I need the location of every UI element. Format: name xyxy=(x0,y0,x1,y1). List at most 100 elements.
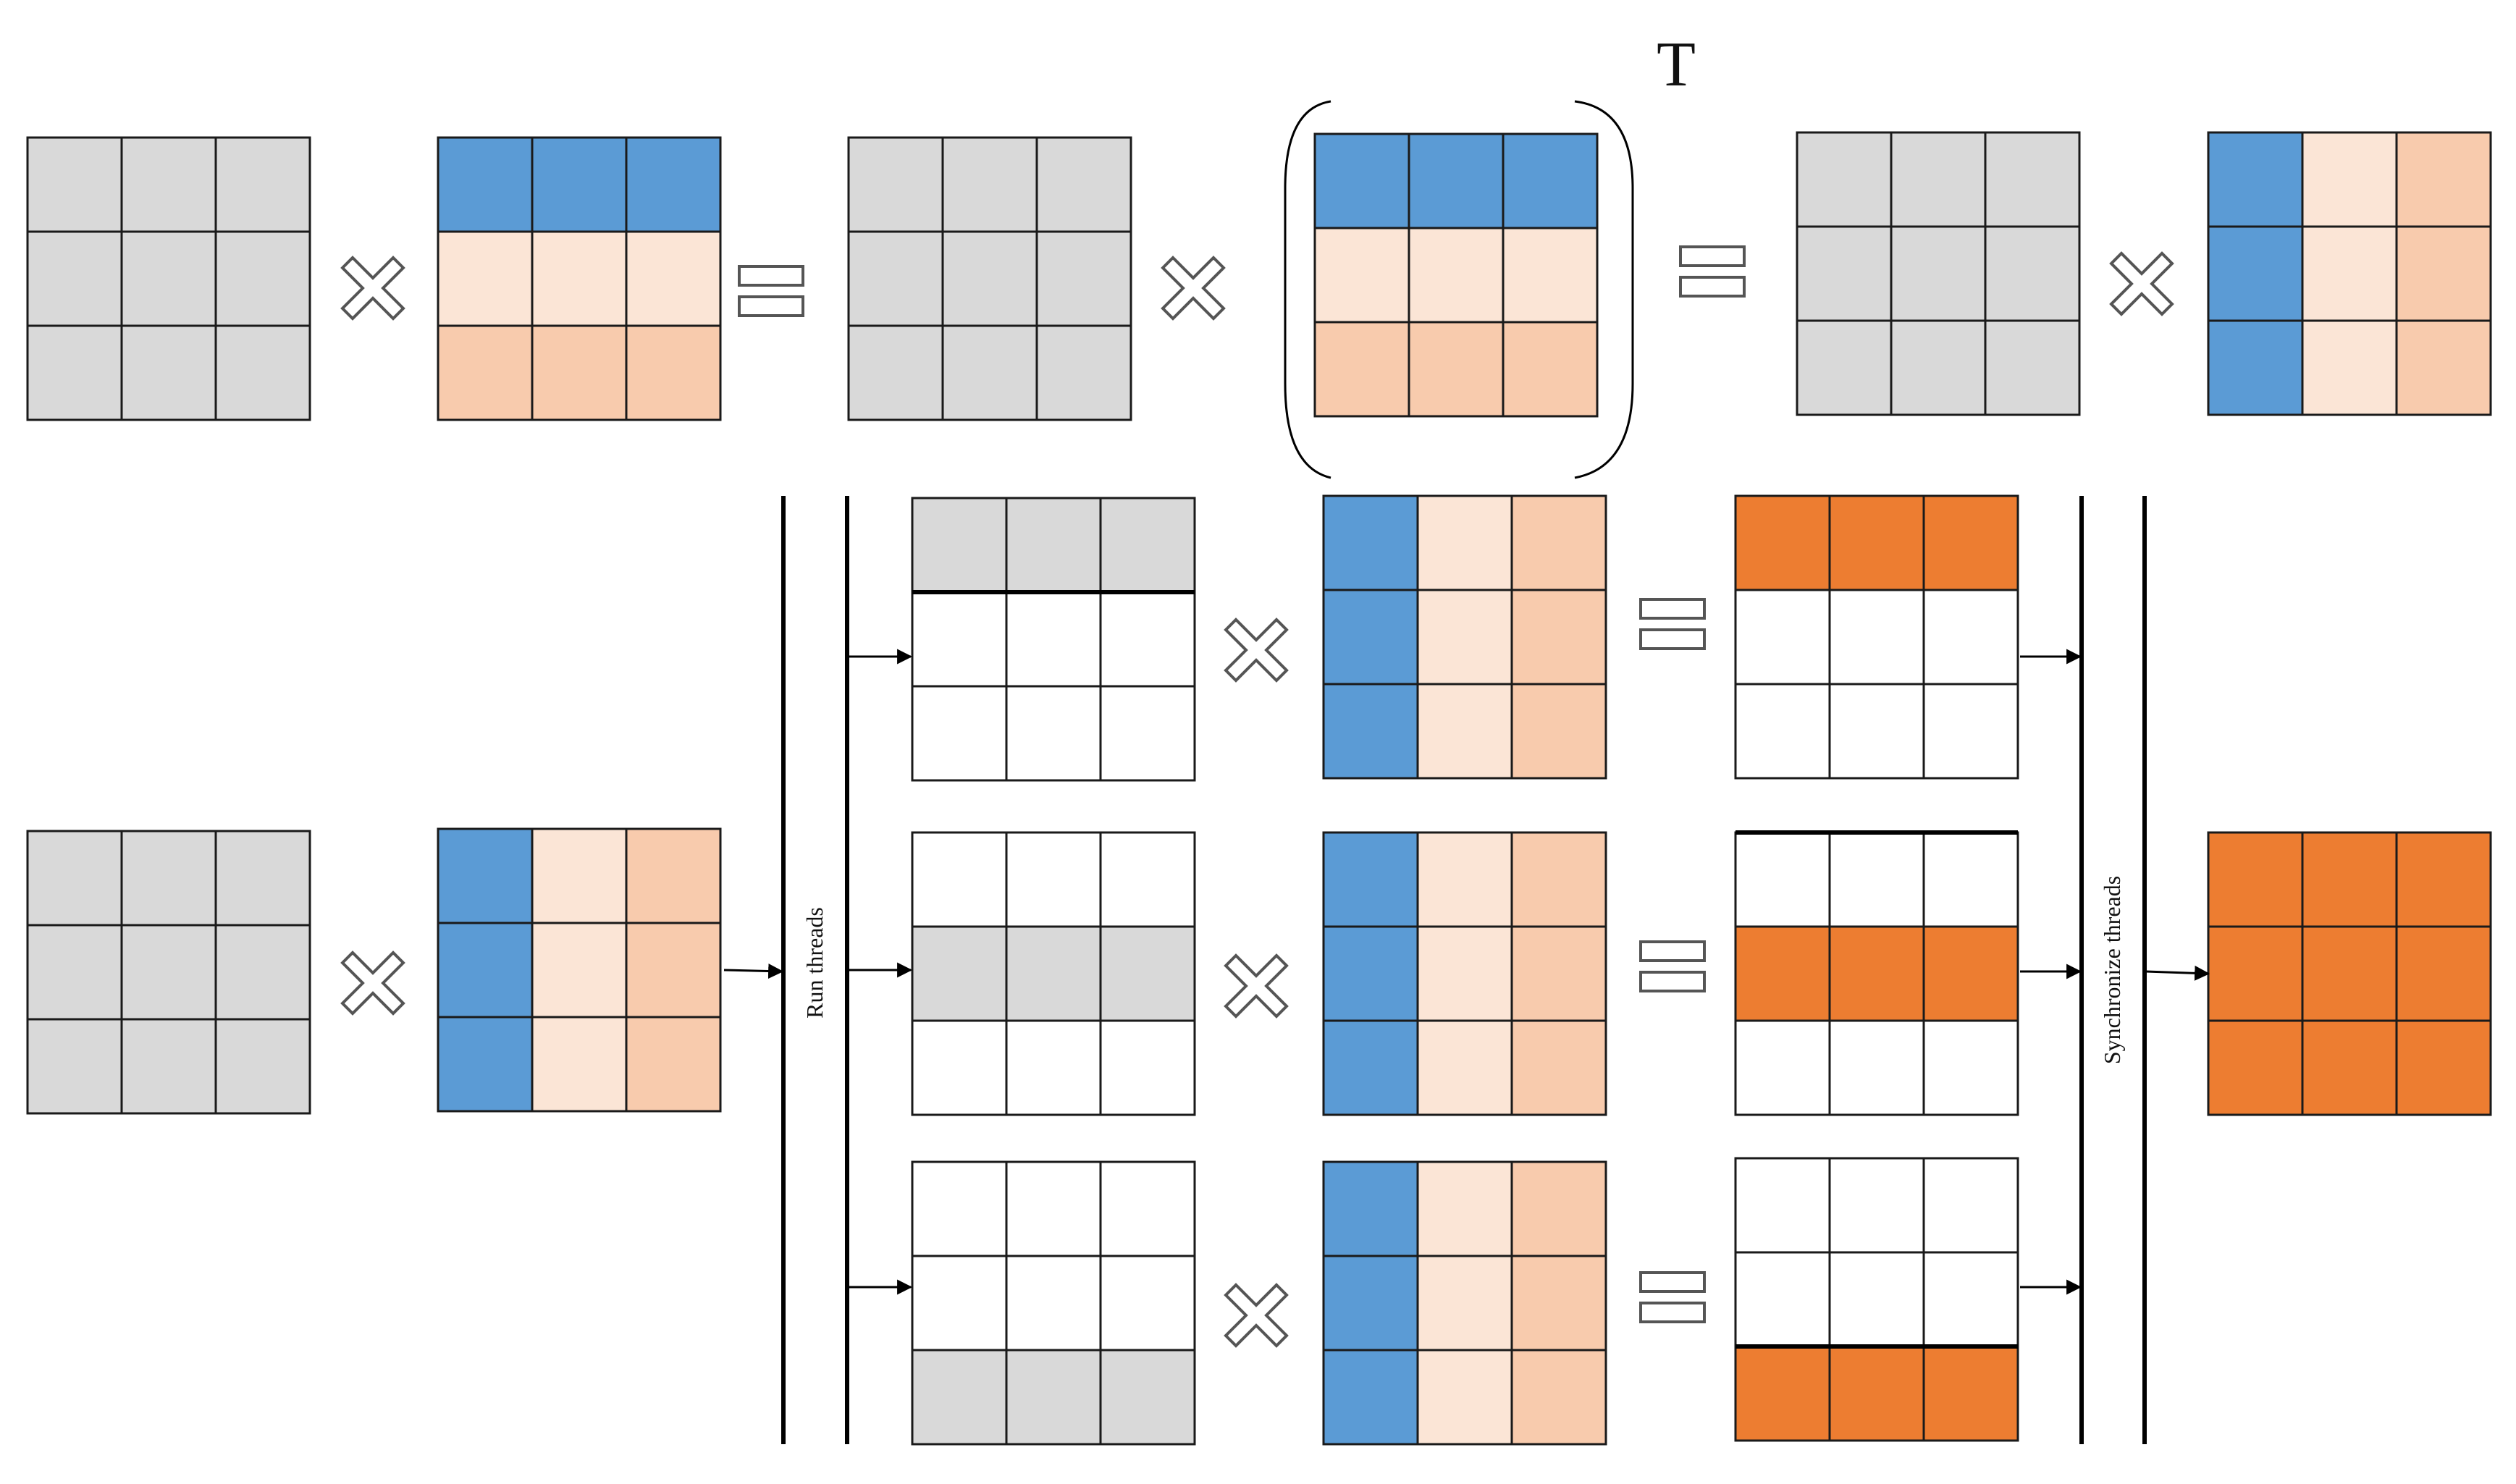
thread-2-matrix-b-cell-2-0 xyxy=(1322,1019,1419,1116)
top-matrix-e-cell-2-0 xyxy=(1796,319,1893,416)
thread-2-result-cell-0-1 xyxy=(1828,831,1925,928)
thread-2-matrix-b-cell-1-2 xyxy=(1510,925,1607,1022)
input-matrix-b-cell-1-2 xyxy=(625,922,722,1019)
thread-1-matrix-b-cell-1-1 xyxy=(1416,589,1513,686)
thread-1-equals-icon xyxy=(1639,598,1706,650)
output-matrix-cell-2-1 xyxy=(2301,1019,2398,1116)
thread-1-matrix-b-cell-0-1 xyxy=(1416,494,1513,591)
input-matrix-a-cell-2-1 xyxy=(120,1018,217,1115)
thread-1-matrix-b-cell-2-1 xyxy=(1416,683,1513,780)
transpose-bracket-left xyxy=(1284,100,1331,479)
top-matrix-d-transposed-cell-0-1 xyxy=(1408,132,1505,229)
thread-3-result-cell-2-2 xyxy=(1922,1345,2019,1442)
thread-1-matrix-a-cell-2-0 xyxy=(911,685,1008,782)
thread-1-matrix-b-cell-0-0 xyxy=(1322,494,1419,591)
top-matrix-f-cell-2-0 xyxy=(2207,319,2304,416)
top-matrix-b-cell-2-0 xyxy=(437,324,534,421)
output-matrix-cell-0-2 xyxy=(2395,831,2492,928)
top-matrix-d-transposed xyxy=(1313,132,1599,418)
thread-1-times-icon xyxy=(1224,618,1288,682)
thread-2-result-cell-1-0 xyxy=(1734,925,1831,1022)
thread-3-matrix-b-cell-2-1 xyxy=(1416,1349,1513,1446)
thread-3-result-cell-0-2 xyxy=(1922,1157,2019,1254)
top-matrix-f-cell-1-2 xyxy=(2395,225,2492,322)
thread-1-result-cell-2-2 xyxy=(1922,683,2019,780)
input-matrix-b-cell-1-0 xyxy=(437,922,534,1019)
thread-3-result-cell-2-1 xyxy=(1828,1345,1925,1442)
thread-2-matrix-a-cell-1-2 xyxy=(1099,925,1196,1022)
thread-3-matrix-b-cell-1-2 xyxy=(1510,1255,1607,1352)
thread-3-matrix-b-cell-0-1 xyxy=(1416,1160,1513,1257)
top-matrix-a-cell-2-1 xyxy=(120,324,217,421)
input-times-icon xyxy=(341,951,405,1015)
top-matrix-e-cell-0-2 xyxy=(1984,131,2081,228)
thread-1-matrix-a-cell-1-2 xyxy=(1099,591,1196,688)
top-matrix-a-cell-1-0 xyxy=(26,230,123,327)
thread-2-result-cell-0-2 xyxy=(1922,831,2019,928)
top-matrix-c-cell-2-2 xyxy=(1035,324,1132,421)
top-matrix-a-cell-0-0 xyxy=(26,136,123,233)
top-matrix-b-cell-1-1 xyxy=(531,230,628,327)
thread-2-result-cell-0-0 xyxy=(1734,831,1831,928)
input-matrix-b-cell-0-1 xyxy=(531,827,628,924)
top-matrix-a-cell-1-1 xyxy=(120,230,217,327)
top-matrix-e-cell-1-2 xyxy=(1984,225,2081,322)
thread-2-result-cell-2-0 xyxy=(1734,1019,1831,1116)
thread-3-result xyxy=(1734,1157,2019,1442)
thread-1-matrix-a-cell-0-2 xyxy=(1099,497,1196,594)
input-matrix-a-cell-1-1 xyxy=(120,924,217,1021)
top-matrix-c-cell-0-0 xyxy=(847,136,944,233)
thread-2-matrix-a-cell-0-0 xyxy=(911,831,1008,928)
transpose-bracket-right xyxy=(1574,100,1634,479)
thread-1-result-cell-2-0 xyxy=(1734,683,1831,780)
input-matrix-b-cell-0-0 xyxy=(437,827,534,924)
top-matrix-c-cell-2-0 xyxy=(847,324,944,421)
thread-1-result-cell-1-0 xyxy=(1734,589,1831,686)
top-matrix-b-cell-0-0 xyxy=(437,136,534,233)
thread-3-matrix-b xyxy=(1322,1160,1607,1446)
top-matrix-d-transposed-cell-1-0 xyxy=(1313,227,1410,324)
top-matrix-e-cell-1-1 xyxy=(1890,225,1987,322)
input-matrix-b xyxy=(437,827,722,1113)
top-matrix-d-transposed-cell-0-0 xyxy=(1313,132,1410,229)
top-matrix-e-cell-2-2 xyxy=(1984,319,2081,416)
thread-3-matrix-a-cell-1-1 xyxy=(1005,1255,1102,1352)
input-matrix-a xyxy=(26,830,311,1115)
thread-1-matrix-b-cell-1-2 xyxy=(1510,589,1607,686)
input-matrix-b-cell-2-1 xyxy=(531,1016,628,1113)
matrices-layer xyxy=(26,131,2492,1446)
top-matrix-c-cell-1-2 xyxy=(1035,230,1132,327)
top-matrix-f-cell-1-0 xyxy=(2207,225,2304,322)
thread-2-matrix-b-cell-1-1 xyxy=(1416,925,1513,1022)
thread-2-equals-icon xyxy=(1639,940,1706,992)
top-matrix-f-cell-0-0 xyxy=(2207,131,2304,228)
input-matrix-b-cell-0-2 xyxy=(625,827,722,924)
thread-1-matrix-a-cell-1-1 xyxy=(1005,591,1102,688)
thread-3-matrix-a xyxy=(911,1160,1196,1446)
thread-1-matrix-a-cell-2-1 xyxy=(1005,685,1102,782)
thread-1-matrix-b-cell-2-0 xyxy=(1322,683,1419,780)
thread-3-matrix-b-cell-0-0 xyxy=(1322,1160,1419,1257)
thread-2-times-icon xyxy=(1224,954,1288,1018)
thread-1-matrix-a-cell-0-0 xyxy=(911,497,1008,594)
thread-2-result xyxy=(1734,830,2019,1116)
top-matrix-c-cell-0-2 xyxy=(1035,136,1132,233)
thread-3-result-cell-0-0 xyxy=(1734,1157,1831,1254)
top-matrix-c-cell-1-0 xyxy=(847,230,944,327)
thread-1-matrix-a-cell-0-1 xyxy=(1005,497,1102,594)
thread-2-matrix-a-cell-1-0 xyxy=(911,925,1008,1022)
input-matrix-a-cell-1-0 xyxy=(26,924,123,1021)
thread-1-matrix-b-cell-1-0 xyxy=(1322,589,1419,686)
thread-3-matrix-a-cell-2-1 xyxy=(1005,1349,1102,1446)
top-matrix-a-cell-2-2 xyxy=(214,324,311,421)
thread-2-result-cell-2-1 xyxy=(1828,1019,1925,1116)
output-matrix-cell-0-1 xyxy=(2301,831,2398,928)
top-equals-2-icon xyxy=(1679,245,1746,298)
output-matrix-cell-2-2 xyxy=(2395,1019,2492,1116)
thread-2-matrix-a-cell-2-2 xyxy=(1099,1019,1196,1116)
top-equals-1-icon xyxy=(738,265,804,317)
thread-2-matrix-b-cell-0-0 xyxy=(1322,831,1419,928)
top-matrix-a-cell-0-1 xyxy=(120,136,217,233)
output-matrix xyxy=(2207,831,2492,1116)
